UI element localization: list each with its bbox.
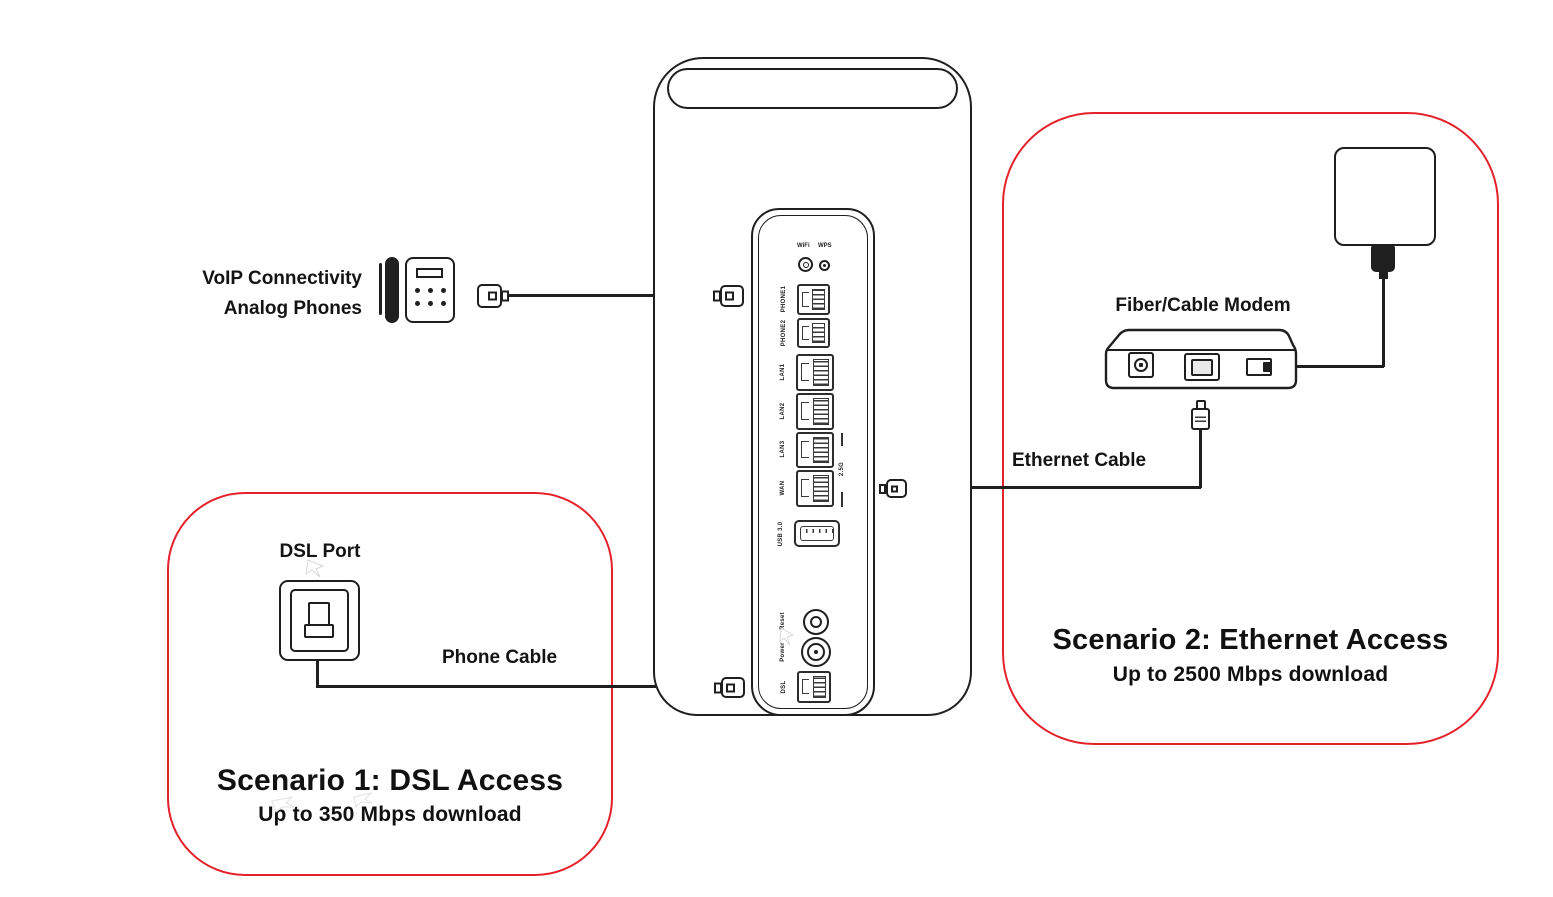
scenario2-subtitle: Up to 2500 Mbps download [1112, 663, 1389, 686]
plug-tip [714, 682, 722, 693]
lan-speed-bracket-label: 2.5G [839, 446, 845, 492]
ethernet-cable-label: Ethernet Cable [1012, 450, 1147, 471]
reset-button-inner [810, 616, 822, 628]
scenario2-title: Scenario 2: Ethernet Access [1052, 624, 1449, 656]
lan1-port-pins [813, 359, 829, 386]
dsl-port-router-latch [802, 679, 810, 695]
plug-inner [725, 291, 734, 301]
lan2-port [796, 393, 834, 430]
lan1-port-latch [801, 363, 810, 382]
phone-key [415, 288, 420, 293]
wifi-button-inner [802, 261, 809, 268]
modem-label: Fiber/Cable Modem [1115, 295, 1291, 316]
ethernet-cable-line [903, 486, 1201, 489]
wan-port-latch [801, 479, 810, 498]
power-cord-horizontal [1272, 365, 1384, 368]
dsl-phone-cable [316, 685, 715, 688]
scenario1-title: Scenario 1: DSL Access [216, 764, 564, 797]
voip-label: VoIP Connectivity Analog Phones [150, 264, 362, 324]
usb-port-label: USB 3.0 [778, 521, 784, 547]
usb-port [794, 520, 840, 547]
rj11-plug-phone-side [477, 284, 509, 308]
modem-ethernet-port-inner [1191, 359, 1213, 376]
lan1-port [796, 354, 834, 391]
router-rear-panel-inner [758, 215, 868, 709]
ethernet-plug-router-side [879, 479, 907, 498]
phone1-port [797, 284, 830, 315]
wan-port-label: WAN [780, 480, 786, 496]
rj11-plug-router-phone [713, 285, 744, 307]
lan2-port-latch [801, 402, 810, 421]
phone2-port-latch [802, 325, 809, 340]
phone-key [415, 301, 420, 306]
power-adapter-plug [1371, 245, 1395, 272]
plug-inner [488, 291, 497, 301]
voip-label-line2: Analog Phones [223, 298, 362, 319]
phone1-port-latch [802, 291, 809, 307]
wifi-button-label: WiFi [797, 243, 810, 249]
phone2-port [797, 318, 830, 348]
phone-display [416, 268, 443, 278]
power-cord-vertical [1382, 277, 1385, 367]
plug-inner [726, 683, 735, 692]
router-rear-panel [751, 208, 875, 716]
dsl-port-router-pins [812, 676, 826, 698]
lan3-port-pins [813, 437, 829, 463]
lan3-port-latch [801, 441, 810, 459]
rj11-plug-router-dsl [714, 677, 745, 698]
power-adapter [1334, 147, 1436, 246]
dsl-port-label: DSL Port [279, 541, 361, 562]
wan-port-pins [813, 475, 829, 502]
desk-phone-icon [379, 255, 457, 325]
scenario1-box [167, 492, 613, 876]
dsl-wall-jack-plug-top [308, 602, 330, 626]
plug-tip [713, 290, 721, 302]
dsl-port-router-label: DSL [781, 680, 787, 694]
dsl-port-router [797, 671, 831, 703]
phone-key [441, 301, 446, 306]
plug-tip [879, 483, 886, 494]
scenario2-box [1002, 112, 1499, 745]
power-connector [801, 637, 831, 667]
ethernet-plug [1191, 408, 1210, 430]
router-top-rim [667, 68, 958, 109]
plug-inner [891, 485, 898, 492]
phone-handset [385, 257, 399, 323]
phone-key [428, 288, 433, 293]
phone-body [405, 257, 455, 323]
ethernet-cable-vertical [1199, 428, 1202, 488]
dsl-phone-cable-vertical [316, 637, 319, 687]
voip-phone-cable [505, 294, 715, 297]
lan2-port-pins [813, 398, 829, 425]
scenario1-subtitle: Up to 350 Mbps download [258, 803, 522, 826]
power-adapter-plug-tip [1379, 271, 1388, 279]
dsl-wall-jack-plug-base [304, 624, 334, 638]
voip-label-line1: VoIP Connectivity [202, 268, 362, 289]
modem-coax-pin [1139, 363, 1143, 367]
phone-key [441, 288, 446, 293]
phone1-port-pins [812, 289, 825, 310]
modem-power-plug [1263, 362, 1272, 372]
usb-port-tongue [800, 526, 834, 541]
wan-port [796, 470, 834, 507]
phone-cable-label: Phone Cable [442, 647, 558, 668]
lan3-port [796, 432, 834, 468]
phone-key [428, 301, 433, 306]
phone-cradle-line [379, 263, 382, 315]
wps-button-label: WPS [818, 243, 832, 249]
wps-button-dot [823, 264, 826, 267]
power-connector-pin [814, 650, 818, 654]
dsl-wall-jack-inner [290, 589, 349, 652]
plug-tip [501, 290, 509, 302]
ethernet-plug-contacts [1195, 414, 1206, 422]
phone2-port-pins [812, 323, 825, 343]
